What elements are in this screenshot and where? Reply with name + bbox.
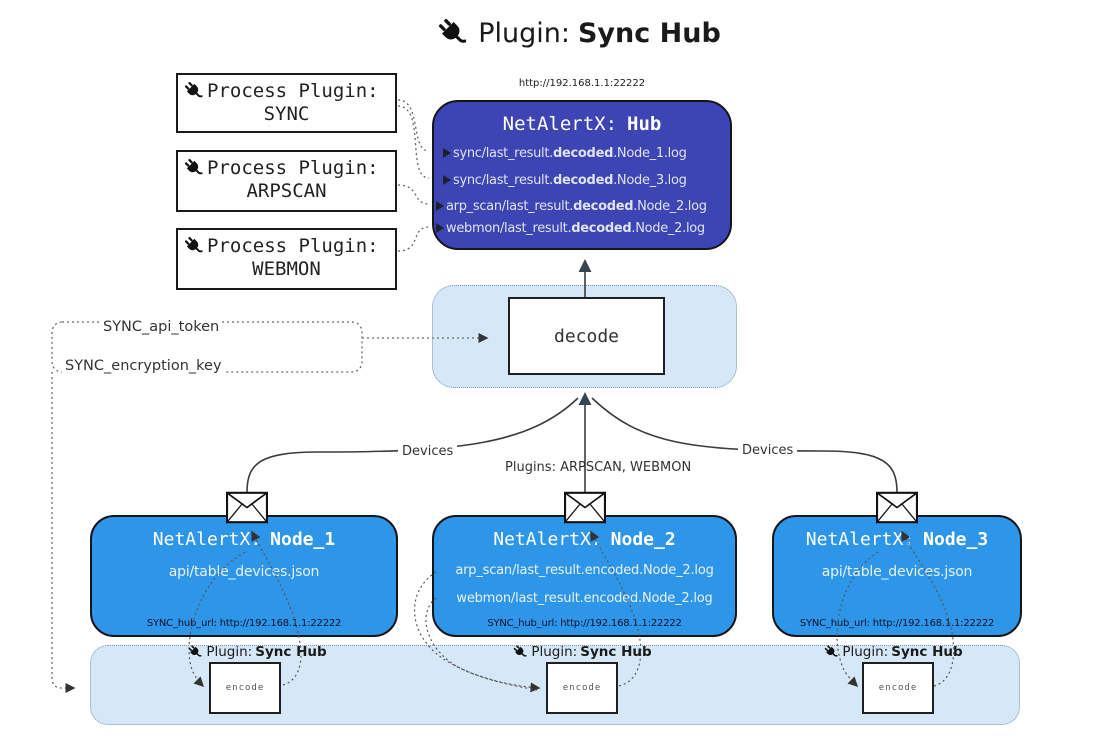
node-2-box: NetAlertX:Node_2 arp_scan/last_result.en…: [432, 515, 737, 637]
plug-icon: [187, 644, 203, 660]
sync-api-token-label: SYNC_api_token: [100, 319, 223, 335]
plug-icon: [436, 16, 470, 50]
node-hub-url: SYNC_hub_url: http://192.168.1.1:22222: [146, 618, 342, 629]
decode-box: decode: [508, 297, 665, 375]
process-plugin-label: Process Plugin:: [207, 235, 379, 257]
node-3-box: NetAlertX:Node_3 api/table_devices.json …: [772, 515, 1022, 637]
hub-file-line: webmon/last_result.decoded.Node_2.log: [436, 219, 705, 237]
envelope-icon: [564, 491, 606, 524]
process-plugin-label: Process Plugin:: [207, 157, 379, 179]
process-plugin-arpscan-box: Process Plugin: ARPSCAN: [176, 150, 397, 212]
page-title-name: Sync Hub: [577, 17, 721, 49]
hub-file-line: arp_scan/last_result.decoded.Node_2.log: [436, 197, 707, 215]
plug-icon: [183, 157, 205, 179]
plug-icon: [183, 235, 205, 257]
arrow-icon: [443, 175, 451, 185]
page-title: Plugin: Sync Hub: [40, 16, 1117, 50]
node-files: arp_scan/last_result.encoded.Node_2.log …: [455, 563, 714, 606]
node-title: NetAlertX:Node_3: [805, 529, 989, 550]
page-title-label: Plugin:: [478, 17, 570, 49]
envelope-icon: [876, 491, 918, 524]
node-title: NetAlertX:Node_2: [493, 529, 676, 550]
process-plugin-name: ARPSCAN: [246, 180, 327, 202]
process-plugin-name: WEBMON: [252, 258, 321, 280]
encode-box: encode: [209, 662, 281, 714]
encode-box: encode: [546, 662, 618, 714]
node-files: api/table_devices.json: [821, 564, 973, 580]
process-plugin-name: SYNC: [263, 103, 310, 125]
arrow-icon: [436, 201, 444, 211]
node-title: NetAlertX:Node_1: [152, 529, 336, 550]
plug-icon: [823, 644, 839, 660]
sync-encryption-key-label: SYNC_encryption_key: [62, 358, 225, 374]
process-plugin-webmon-box: Process Plugin: WEBMON: [176, 228, 397, 290]
edge-label-plugins: Plugins: ARPSCAN, WEBMON: [505, 460, 692, 475]
edge-label-devices-left: Devices: [398, 444, 458, 459]
arrow-icon: [443, 148, 451, 158]
process-plugin-label: Process Plugin:: [207, 80, 379, 102]
arrow-icon: [436, 223, 444, 233]
node-hub-url: SYNC_hub_url: http://192.168.1.1:22222: [487, 618, 682, 629]
hub-title: NetAlertX:Hub: [502, 113, 662, 135]
hub-file-line: sync/last_result.decoded.Node_1.log: [443, 144, 687, 162]
sync-hub-plugin-label: Plugin:Sync Hub: [187, 644, 327, 660]
encode-box: encode: [862, 662, 934, 714]
hub-box: NetAlertX:Hub sync/last_result.decoded.N…: [432, 100, 732, 250]
node-1-box: NetAlertX:Node_1 api/table_devices.json …: [90, 515, 398, 637]
hub-file-line: sync/last_result.decoded.Node_3.log: [443, 171, 687, 189]
hub-url-label: http://192.168.1.1:22222: [518, 78, 646, 89]
process-plugin-sync-box: Process Plugin: SYNC: [176, 73, 397, 133]
envelope-icon: [226, 491, 268, 524]
edge-label-devices-right: Devices: [738, 443, 798, 458]
plugin-to-hub-edges: [397, 99, 430, 252]
plug-icon: [512, 644, 528, 660]
sync-hub-plugin-label: Plugin:Sync Hub: [512, 644, 652, 660]
node-hub-url: SYNC_hub_url: http://192.168.1.1:22222: [799, 618, 995, 629]
sync-hub-plugin-label: Plugin:Sync Hub: [823, 644, 963, 660]
plug-icon: [183, 80, 205, 102]
node-files: api/table_devices.json: [168, 564, 320, 580]
